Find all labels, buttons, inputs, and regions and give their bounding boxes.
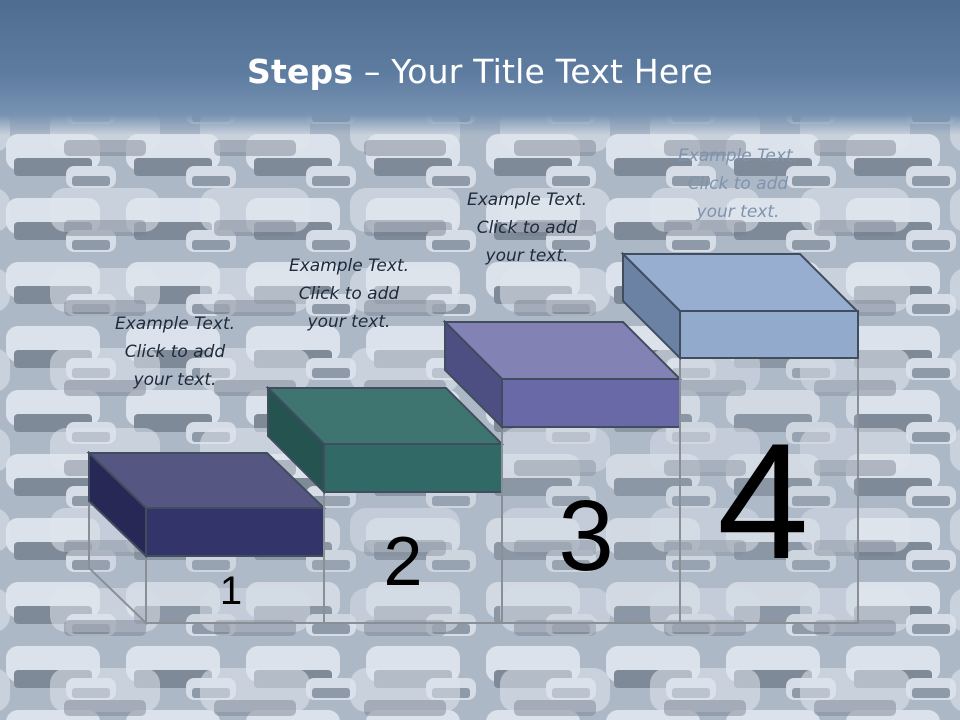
title-bold: Steps <box>247 52 354 91</box>
step-3-column <box>501 426 681 624</box>
step-1-caption[interactable]: Example Text. Click to add your text. <box>114 314 236 390</box>
step-3[interactable]: 3 <box>442 319 683 624</box>
step-1-number: 1 <box>220 569 242 613</box>
step-2-number: 2 <box>384 522 423 600</box>
step-2-column <box>323 491 503 624</box>
step-3-number: 3 <box>558 480 614 592</box>
step-4-block-front <box>679 310 859 359</box>
step-2[interactable]: 2 <box>265 385 505 624</box>
step-4-number: 4 <box>717 409 809 593</box>
page-title[interactable]: Steps – Your Title Text Here <box>0 52 960 91</box>
step-4-column <box>679 357 859 624</box>
title-bar <box>0 0 960 135</box>
step-4[interactable]: 4 <box>620 251 860 624</box>
step-2-block-front <box>323 443 503 493</box>
step-4-caption[interactable]: Example Text. Click to add your text. <box>677 146 799 222</box>
step-3-block-front <box>501 378 681 428</box>
title-rest: – Your Title Text Here <box>353 52 713 91</box>
step-1-block-front <box>145 507 325 557</box>
step-2-caption[interactable]: Example Text. Click to add your text. <box>288 256 410 332</box>
step-3-caption[interactable]: Example Text. Click to add your text. <box>466 190 588 266</box>
step-1[interactable]: 1 <box>86 450 327 626</box>
